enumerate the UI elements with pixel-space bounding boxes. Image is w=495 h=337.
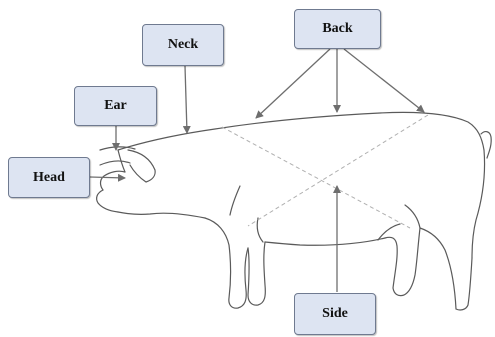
pig-back-line xyxy=(118,112,484,150)
back-label: Back xyxy=(294,9,381,49)
division-line-back-chest xyxy=(248,115,428,226)
division-line-neck-side xyxy=(222,127,410,228)
pig-inner-rear-leg xyxy=(385,228,420,296)
neck-label: Neck xyxy=(142,24,224,66)
pig-front-leg-back xyxy=(248,242,265,305)
pig-snout xyxy=(101,171,126,190)
pig-ear xyxy=(128,150,155,182)
pig-ear-edge xyxy=(100,147,135,150)
back-arrow-right xyxy=(344,49,424,112)
pig-rump xyxy=(472,150,485,258)
pig-ear-edge-2 xyxy=(100,161,130,165)
back-arrow-left xyxy=(256,49,330,118)
pig-outline xyxy=(97,112,492,310)
side-label: Side xyxy=(294,293,376,335)
pig-elbow-fold xyxy=(257,218,263,242)
pig-front-leg-front xyxy=(205,218,248,308)
head-label: Head xyxy=(8,157,90,198)
pig-rear-leg-front xyxy=(420,228,456,309)
pig-shoulder-fold xyxy=(230,186,240,215)
pig-belly xyxy=(265,238,385,245)
ear-label: Ear xyxy=(74,86,157,126)
division-lines xyxy=(222,115,428,228)
pig-rear-leg-back xyxy=(456,258,472,310)
pig-chest xyxy=(118,212,205,218)
neck-arrow xyxy=(185,66,187,133)
pig-jaw xyxy=(97,190,118,212)
head-arrow xyxy=(90,177,125,178)
pig-flank-fold xyxy=(405,205,420,228)
